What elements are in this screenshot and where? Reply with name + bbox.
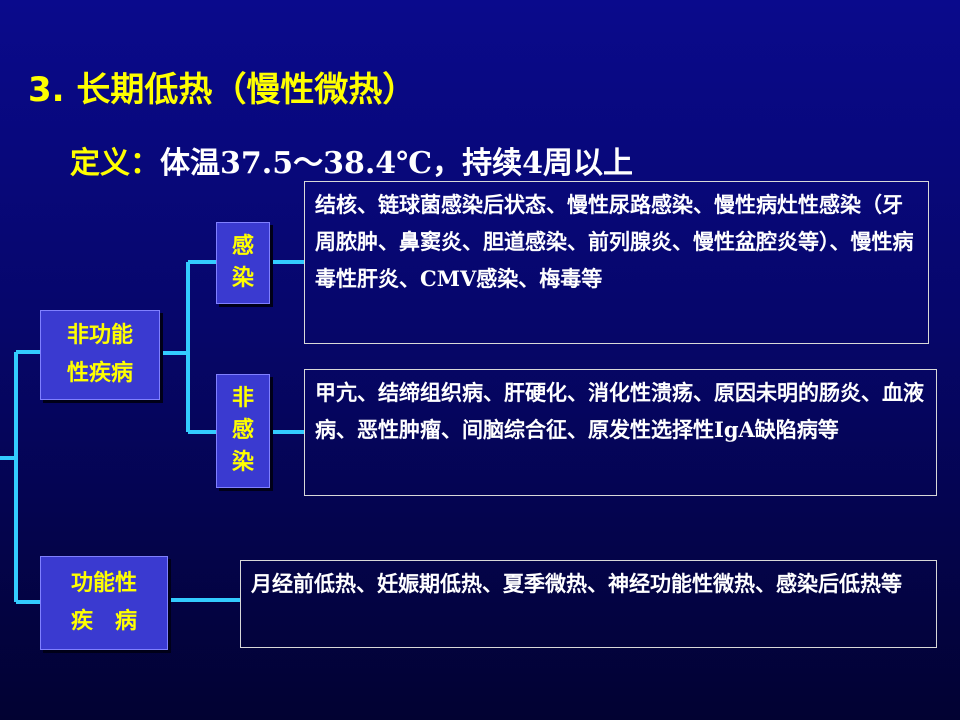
node-infection-line-1: 感 — [231, 234, 254, 259]
node-functional: 功能性 疾 病 — [40, 556, 168, 650]
node-non-functional-line-2: 性疾病 — [66, 361, 133, 386]
node-functional-line-2: 疾 病 — [70, 609, 137, 634]
node-functional-line-1: 功能性 — [70, 571, 137, 596]
node-non-functional-line-1: 非功能 — [66, 323, 133, 348]
page-title: 3. 长期低热（慢性微热） — [28, 70, 417, 110]
definition: 定义：体温37.5～38.4℃，持续4周以上 — [70, 138, 633, 182]
node-non-infection-line-1: 非 — [231, 386, 254, 411]
definition-label: 定义： — [70, 146, 160, 181]
node-non-infection-line-3: 染 — [231, 450, 254, 475]
box-functional-causes: 月经前低热、妊娠期低热、夏季微热、神经功能性微热、感染后低热等 — [240, 560, 937, 648]
box-non-infection-causes: 甲亢、结缔组织病、肝硬化、消化性溃疡、原因未明的肠炎、血液病、恶性肿瘤、间脑综合… — [304, 369, 937, 496]
node-non-infection: 非 感 染 — [216, 374, 270, 488]
node-non-functional: 非功能 性疾病 — [40, 310, 160, 400]
definition-text: 体温37.5～38.4℃，持续4周以上 — [160, 146, 633, 181]
node-infection-line-2: 染 — [231, 266, 254, 291]
node-infection: 感 染 — [216, 222, 270, 304]
node-non-infection-line-2: 感 — [231, 418, 254, 443]
box-infection-causes: 结核、链球菌感染后状态、慢性尿路感染、慢性病灶性感染（牙周脓肿、鼻窦炎、胆道感染… — [304, 181, 929, 344]
